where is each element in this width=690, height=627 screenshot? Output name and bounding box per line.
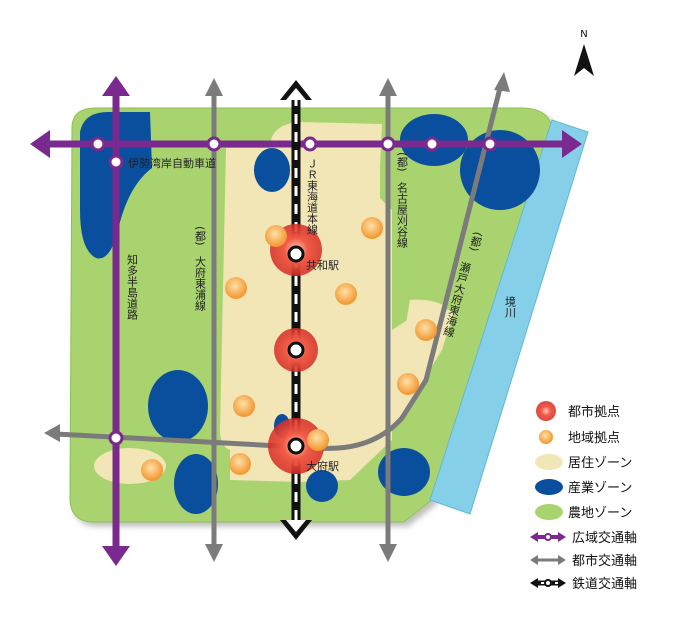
industrial-zone-west xyxy=(148,370,208,442)
label-nagoya-kariya-prefix: (都) xyxy=(396,152,409,172)
legend-industrial: 産業ゾーン xyxy=(568,480,632,496)
legend-urban-axis: 都市交通軸 xyxy=(572,553,637,569)
legend-city-hub-icon xyxy=(536,401,556,421)
legend-agricultural-icon xyxy=(535,504,563,520)
label-kyowa-station: 共和駅 xyxy=(306,259,339,272)
north-arrow: N xyxy=(574,29,594,76)
kyowa-station-marker xyxy=(287,245,305,263)
obu-station-marker xyxy=(287,437,305,455)
label-chita-hanto: 知多半島道路 xyxy=(126,253,139,321)
legend-wide-axis-icon xyxy=(530,532,566,542)
legend-residential-icon xyxy=(535,454,563,470)
urban-axis-arrows xyxy=(44,72,510,562)
north-label: N xyxy=(580,29,587,40)
industrial-zone-south xyxy=(174,454,218,514)
legend-regional-hub-icon xyxy=(539,430,553,444)
label-seto-obu-prefix: (都) xyxy=(467,230,484,252)
center-station-marker xyxy=(287,341,305,359)
wide-axis-nodes xyxy=(90,136,498,446)
industrial-zone-north-center xyxy=(254,148,290,192)
north-arrow-icon xyxy=(574,44,594,76)
legend: 都市拠点 地域拠点 居住ゾーン 産業ゾーン 農地ゾーン 広域交通軸 都市交通軸 xyxy=(530,401,637,592)
wide-axis-arrows xyxy=(30,76,582,566)
label-ise-wangan: 伊勢湾岸自動車道 xyxy=(128,156,216,170)
industrial-zone-northeast-2 xyxy=(460,130,540,210)
legend-regional-hub: 地域拠点 xyxy=(568,431,620,446)
regional-hubs xyxy=(141,217,437,481)
label-obu-higashiura-prefix: (都) xyxy=(194,226,207,246)
label-sakai-river: 境川 xyxy=(504,295,517,318)
label-obu-station: 大府駅 xyxy=(306,459,339,473)
label-obu-higashiura: 大府東浦線 xyxy=(194,255,207,311)
legend-agricultural: 農地ゾーン xyxy=(568,506,632,521)
label-jr-tokaido: ＪＲ東海道本線 xyxy=(306,158,319,235)
legend-city-hub: 都市拠点 xyxy=(568,404,620,420)
industrial-zone-station-south xyxy=(306,470,338,502)
legend-industrial-icon xyxy=(535,479,563,495)
legend-urban-axis-icon xyxy=(530,555,566,565)
label-nagoya-kariya: 名古屋刈谷線 xyxy=(396,181,409,248)
legend-wide-axis: 広域交通軸 xyxy=(572,530,637,546)
sakai-river xyxy=(429,119,589,515)
industrial-zone-southeast xyxy=(378,448,430,496)
legend-residential: 居住ゾーン xyxy=(568,456,632,471)
legend-rail-axis: 鉄道交通軸 xyxy=(572,576,637,592)
legend-rail-axis-icon xyxy=(530,578,566,588)
